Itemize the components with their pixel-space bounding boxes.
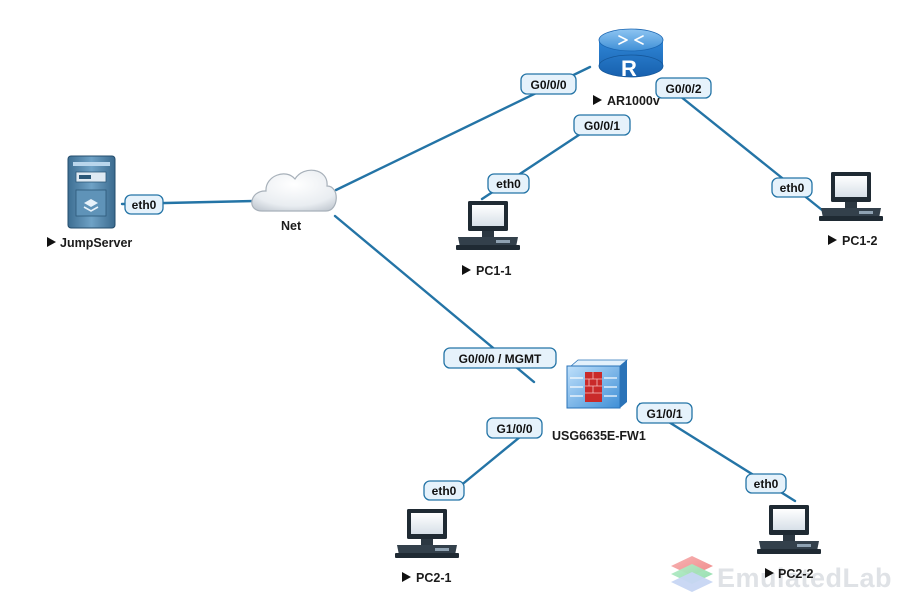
port-label-pc2-1-eth0[interactable]: eth0 [423, 480, 465, 501]
node-jumpserver[interactable]: JumpServer [47, 155, 132, 250]
node-label: PC2-2 [778, 567, 813, 581]
port-label-router-g0-0-1[interactable]: G0/0/1 [573, 114, 631, 136]
node-label: JumpServer [60, 236, 132, 250]
expand-arrow-icon[interactable] [47, 237, 56, 247]
node-label: AR1000v [607, 94, 660, 108]
node-label: PC1-1 [476, 264, 511, 278]
router-icon: R [598, 28, 664, 81]
pc-icon [456, 201, 520, 250]
node-router[interactable]: R AR1000v [593, 28, 664, 108]
expand-arrow-icon[interactable] [828, 235, 837, 245]
svg-text:eth0: eth0 [780, 181, 805, 195]
svg-text:eth0: eth0 [496, 177, 521, 191]
node-label: USG6635E-FW1 [552, 429, 646, 443]
svg-text:G0/0/2: G0/0/2 [665, 82, 701, 96]
server-icon [67, 155, 116, 229]
svg-text:G0/0/0: G0/0/0 [530, 78, 566, 92]
node-label: PC1-2 [842, 234, 877, 248]
svg-text:eth0: eth0 [432, 484, 457, 498]
links [120, 65, 824, 503]
svg-text:G0/0/0 / MGMT: G0/0/0 / MGMT [459, 352, 542, 366]
svg-text:eth0: eth0 [754, 477, 779, 491]
node-pc1-1[interactable]: PC1-1 [456, 201, 520, 278]
port-label-jumpserver-eth0[interactable]: eth0 [124, 194, 164, 215]
port-label-router-g0-0-0[interactable]: G0/0/0 [520, 73, 577, 95]
watermark-text: EmulatedLab [717, 563, 892, 593]
watermark: EmulatedLab [671, 556, 892, 593]
emulatedlab-logo-icon [671, 556, 713, 592]
svg-text:G0/0/1: G0/0/1 [584, 119, 620, 133]
node-pc2-1[interactable]: PC2-1 [395, 509, 459, 585]
firewall-icon [566, 359, 629, 409]
svg-text:G1/0/0: G1/0/0 [496, 422, 532, 436]
node-pc2-2[interactable]: PC2-2 [757, 505, 821, 581]
pc-icon [819, 172, 883, 221]
port-labels: eth0 G0/0/0 G0/0/1 G0/0/2 eth0 eth0 G0/0… [124, 73, 813, 501]
pc-icon [757, 505, 821, 554]
port-label-firewall-g1-0-1[interactable]: G1/0/1 [636, 402, 693, 424]
port-label-pc2-2-eth0[interactable]: eth0 [745, 473, 787, 494]
expand-arrow-icon[interactable] [402, 572, 411, 582]
node-firewall[interactable]: USG6635E-FW1 [552, 359, 646, 443]
port-label-firewall-g1-0-0[interactable]: G1/0/0 [486, 417, 543, 439]
node-label: PC2-1 [416, 571, 451, 585]
node-net[interactable]: Net [251, 169, 337, 233]
svg-text:G1/0/1: G1/0/1 [646, 407, 682, 421]
cloud-icon [251, 169, 337, 212]
expand-arrow-icon[interactable] [462, 265, 471, 275]
pc-icon [395, 509, 459, 558]
expand-arrow-icon[interactable] [593, 95, 602, 105]
node-label: Net [281, 219, 302, 233]
port-label-firewall-mgmt[interactable]: G0/0/0 / MGMT [443, 347, 557, 369]
expand-arrow-icon[interactable] [765, 568, 774, 578]
port-label-router-g0-0-2[interactable]: G0/0/2 [655, 77, 712, 99]
port-label-pc1-2-eth0[interactable]: eth0 [771, 177, 813, 198]
svg-text:eth0: eth0 [132, 198, 157, 212]
port-label-pc1-1-eth0[interactable]: eth0 [487, 173, 530, 194]
router-letter: R [621, 56, 637, 81]
node-pc1-2[interactable]: PC1-2 [819, 172, 883, 248]
